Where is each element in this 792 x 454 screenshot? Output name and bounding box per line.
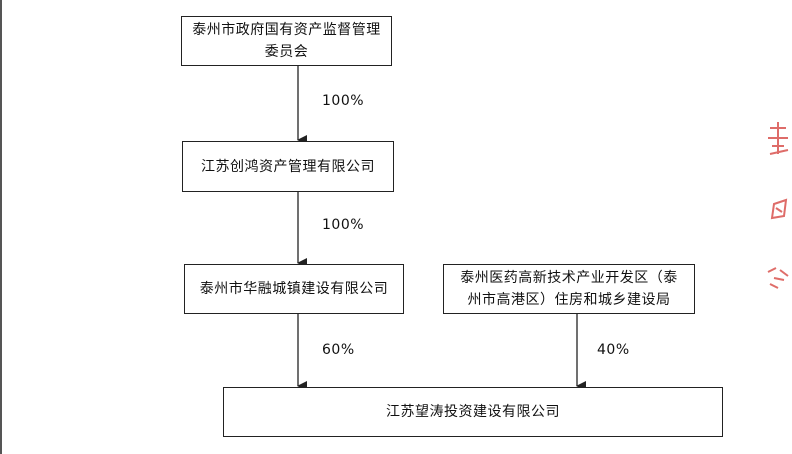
edge-label-chuanghong-huarong: 100% <box>322 217 365 233</box>
edge-label-huarong-wangtao: 60% <box>322 342 355 358</box>
node-housing-bureau: 泰州医药高新技术产业开发区（泰州市高港区）住房和城乡建设局 <box>443 264 695 314</box>
node-wangtao-label: 江苏望涛投资建设有限公司 <box>386 404 560 420</box>
node-sasac: 泰州市政府国有资产监督管理委员会 <box>181 16 392 66</box>
red-seal-fragment <box>767 122 789 289</box>
node-housing-bureau-label: 泰州医药高新技术产业开发区（泰州市高港区）住房和城乡建设局 <box>460 270 678 308</box>
page-left-edge <box>0 0 2 454</box>
node-chuanghong: 江苏创鸿资产管理有限公司 <box>182 141 394 192</box>
node-sasac-label: 泰州市政府国有资产监督管理委员会 <box>192 22 381 60</box>
node-huarong: 泰州市华融城镇建设有限公司 <box>184 264 404 314</box>
edge-label-sasac-chuanghong: 100% <box>322 93 365 109</box>
node-wangtao: 江苏望涛投资建设有限公司 <box>223 387 723 437</box>
node-chuanghong-label: 江苏创鸿资产管理有限公司 <box>201 158 375 175</box>
node-huarong-label: 泰州市华融城镇建设有限公司 <box>199 281 389 297</box>
edge-label-bureau-wangtao: 40% <box>597 342 630 358</box>
